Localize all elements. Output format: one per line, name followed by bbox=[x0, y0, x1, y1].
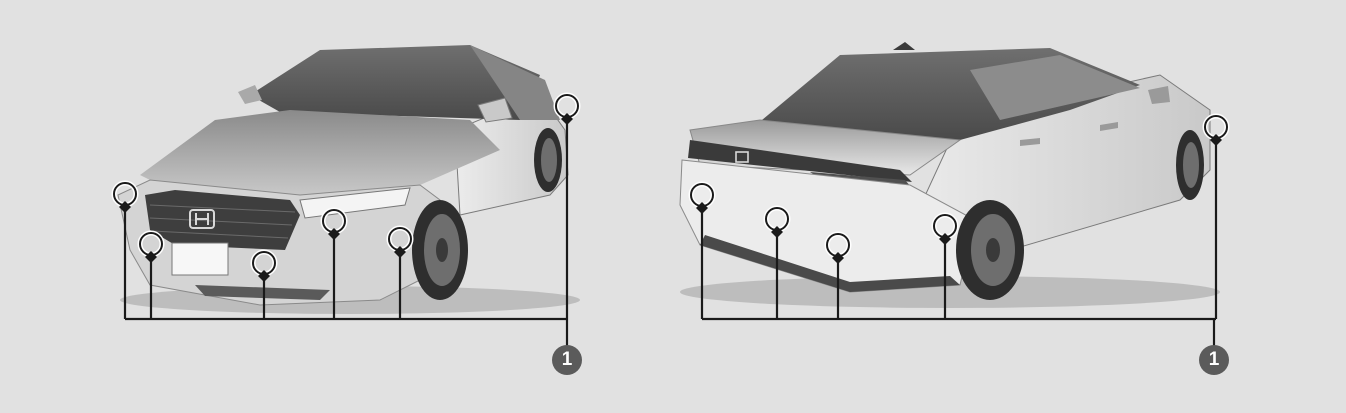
front-sensor-diamond bbox=[561, 113, 573, 125]
rear-callout-badge: 1 bbox=[1199, 345, 1229, 375]
front-sensor-callouts bbox=[111, 92, 581, 346]
rear-view-car bbox=[679, 42, 1220, 308]
front-sensor-diamond bbox=[119, 201, 131, 213]
front-sensor-diamond bbox=[145, 251, 157, 263]
front-callout-badge: 1 bbox=[552, 345, 582, 375]
rear-sensor-callouts bbox=[688, 113, 1230, 346]
front-sensor-diamond bbox=[258, 270, 270, 282]
front-sensor-diamond bbox=[394, 246, 406, 258]
front-view-car bbox=[117, 45, 580, 314]
rear-sensor-diamond bbox=[832, 252, 844, 264]
front-sensor-diamond bbox=[328, 228, 340, 240]
rear-sensor-diamond bbox=[1210, 134, 1222, 146]
rear-sensor-diamond bbox=[771, 226, 783, 238]
rear-sensor-diamond bbox=[696, 202, 708, 214]
rear-sensor-diamond bbox=[939, 233, 951, 245]
